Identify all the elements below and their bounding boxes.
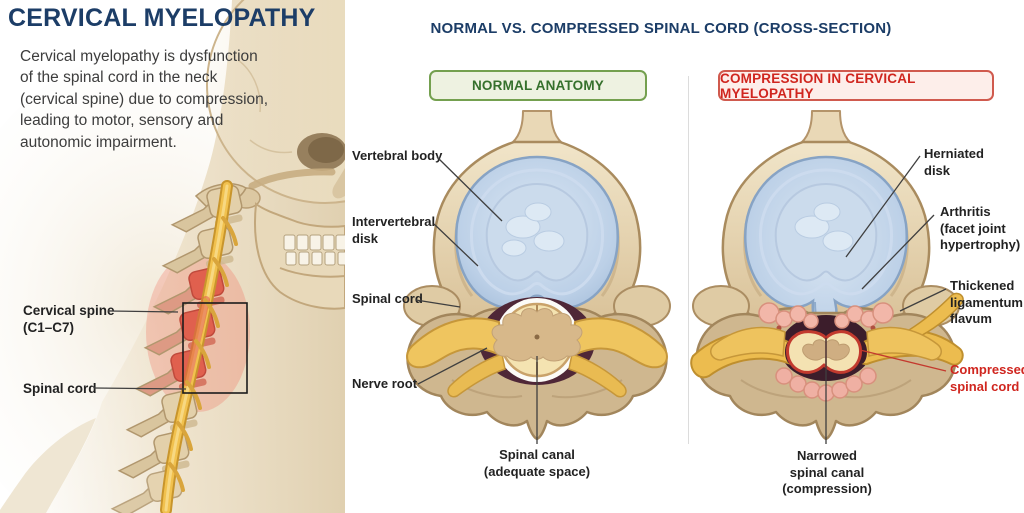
compressed-cord-cross-section [786,330,862,374]
panel-divider [688,76,689,444]
teeth [283,234,345,266]
page-title: CERVICAL MYELOPATHY [8,4,316,32]
label-cervical-spine: Cervical spine (C1–C7) [23,303,115,336]
shoulder-shape [0,418,96,513]
description-text: Cervical myelopathy is dysfunction of th… [20,48,269,151]
label-spinal-cord-normal: Spinal cord [352,291,423,306]
intervertebral-disk-shape [455,155,619,309]
label-compressed-spinal-cord: Compressed spinal cord [950,362,1024,394]
label-arthritis: Arthritis (facet joint hypertrophy) [940,204,1021,253]
label-thickened-ligamentum: Thickened ligamentum flavum [950,278,1023,327]
label-nerve-root: Nerve root [352,376,418,391]
comparison-title: NORMAL VS. COMPRESSED SPINAL CORD (CROSS… [430,20,892,37]
neck-lateral-illustration [0,0,345,513]
spinal-cord-cross-section [491,302,583,378]
label-intervertebral-disk: Intervertebral disk [352,214,436,246]
zygomatic-arch [248,168,336,190]
cervical-region-box [182,302,248,394]
spinal-cord-path [160,180,238,513]
compression-badge: COMPRESSION IN CERVICAL MYELOPATHY [718,70,994,101]
label-vertebral-body: Vertebral body [352,148,443,163]
skull [194,0,345,310]
label-narrowed-spinal-canal: Narrowed spinal canal (compression) [782,448,872,497]
normal-anatomy-badge: NORMAL ANATOMY [429,70,647,101]
label-spinal-cord-side: Spinal cord [23,381,97,396]
label-herniated-disk: Herniated disk [924,146,984,178]
label-spinal-canal: Spinal canal (adequate space) [483,447,591,479]
